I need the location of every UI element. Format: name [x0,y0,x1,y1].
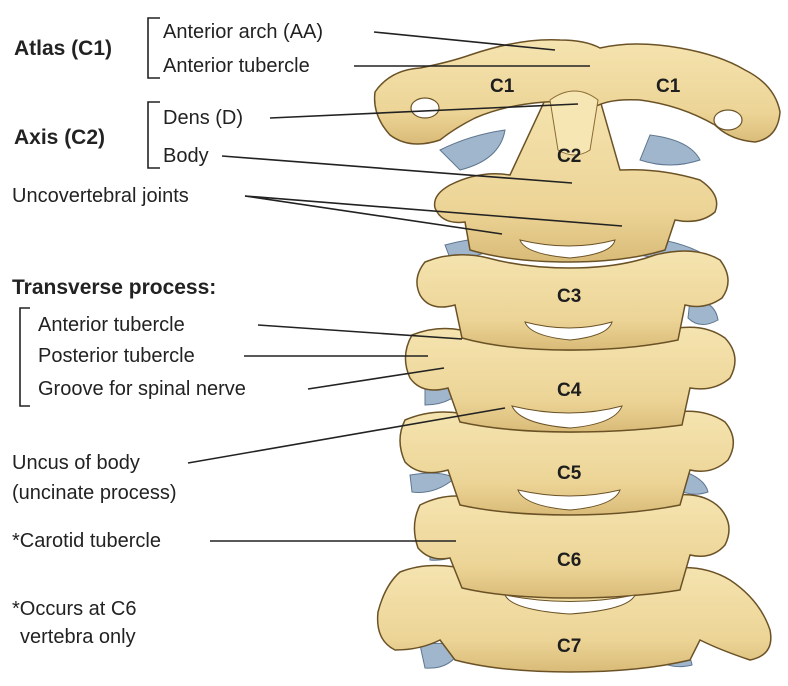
c1-right-foramen [713,109,743,131]
footnote-line1: *Occurs at C6 [12,598,137,620]
label-carotid-tubercle: *Carotid tubercle [12,530,161,552]
leader-tp-anterior [257,324,463,340]
label-tp-posterior-tubercle: Posterior tubercle [38,345,195,367]
label-anterior-tubercle-c1: Anterior tubercle [163,55,310,77]
label-c6: C6 [557,550,582,571]
label-body: Body [163,145,209,167]
label-uncovertebral: Uncovertebral joints [12,185,189,207]
leader-uncovertebral-1 [244,195,503,235]
label-c3: C3 [557,286,582,307]
label-c1-left: C1 [490,76,515,97]
label-uncus-line1: Uncus of body [12,452,140,474]
leader-tp-groove [307,367,445,390]
footnote-line2: vertebra only [20,626,136,648]
vertebra-c3 [416,250,729,351]
label-anterior-arch: Anterior arch (AA) [163,21,324,43]
group-atlas: Atlas (C1) [14,37,113,60]
dens-region [549,90,599,156]
group-transverse: Transverse process: [12,276,217,299]
transverse-bracket [19,307,30,407]
leader-dens [269,103,579,119]
label-c5: C5 [557,463,582,484]
leader-anterior-arch [373,31,556,51]
leader-body [221,155,573,184]
axis-bracket [147,101,160,169]
label-c1-right: C1 [656,76,681,97]
label-tp-anterior-tubercle: Anterior tubercle [38,314,185,336]
label-c4: C4 [557,380,582,401]
atlas-bracket [147,17,160,79]
leader-uncus [187,407,506,464]
label-dens: Dens (D) [163,107,244,129]
intervertebral-gaps [504,239,636,615]
label-tp-groove: Groove for spinal nerve [38,378,246,400]
c1-left-foramen [410,97,440,119]
leader-uncovertebral-2 [244,195,623,227]
group-axis: Axis (C2) [14,126,106,149]
label-c7: C7 [557,636,582,657]
label-uncus-line2: (uncinate process) [12,482,177,504]
label-c2: C2 [557,146,582,167]
